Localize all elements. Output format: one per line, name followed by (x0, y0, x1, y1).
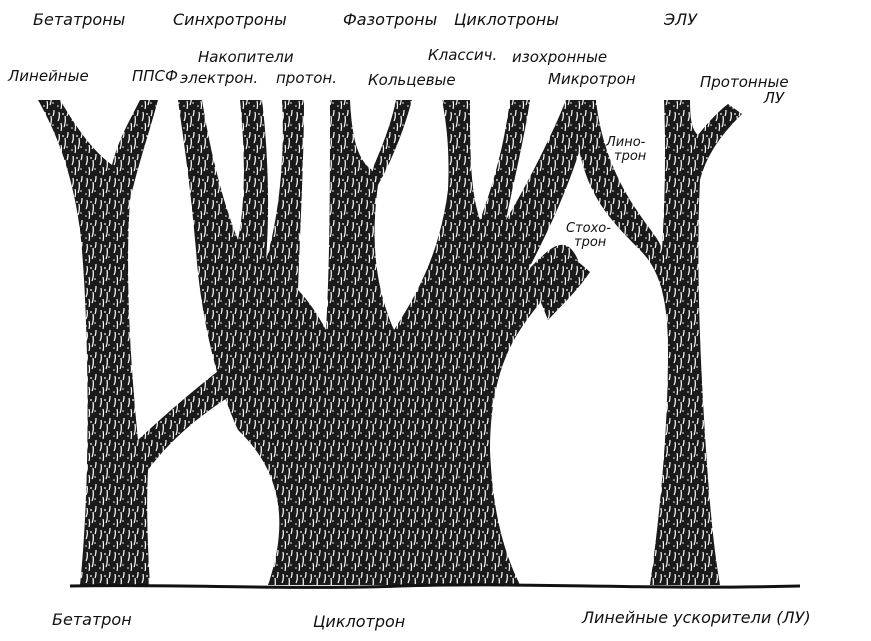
label-stochatron: Стохо- трон (566, 222, 611, 249)
label-linotron: Лино- трон (606, 136, 646, 163)
label-microtron: Микротрон (548, 72, 636, 87)
linear-trunk (572, 100, 742, 585)
label-classic: Классич. (428, 48, 497, 63)
label-ring: Кольцевые (368, 73, 456, 88)
label-linotron-line1: Лино- (606, 136, 646, 150)
label-cyclotrons: Циклотроны (454, 12, 559, 28)
label-synchrotrons: Синхротроны (173, 12, 287, 28)
label-betatrons: Бетатроны (33, 12, 125, 28)
label-electron: электрон. (180, 71, 258, 86)
label-proton-lu-line2: ЛУ (700, 91, 784, 107)
cyclotron-tree (178, 100, 590, 585)
cyclotron-trunk (178, 100, 590, 585)
label-isochronous: изохронные (512, 50, 607, 65)
label-elu: ЭЛУ (664, 12, 697, 28)
label-proton-lu: Протонные ЛУ (700, 75, 784, 107)
linear-accelerator-tree (572, 100, 742, 585)
ground-line (70, 585, 800, 588)
label-ppsf: ППСФ (132, 69, 178, 84)
label-proton: протон. (276, 71, 337, 86)
label-linotron-line2: трон (606, 150, 646, 164)
label-root-cyclotron: Циклотрон (313, 614, 405, 630)
label-stochatron-line1: Стохо- (566, 222, 611, 236)
label-root-betatron: Бетатрон (52, 612, 132, 628)
label-phasotrons: Фазотроны (343, 12, 437, 28)
label-stochatron-line2: трон (566, 236, 611, 250)
label-root-linear-accelerators: Линейные ускорители (ЛУ) (582, 610, 811, 626)
label-storage-rings: Накопители (198, 50, 294, 65)
label-linear: Линейные (8, 69, 89, 84)
